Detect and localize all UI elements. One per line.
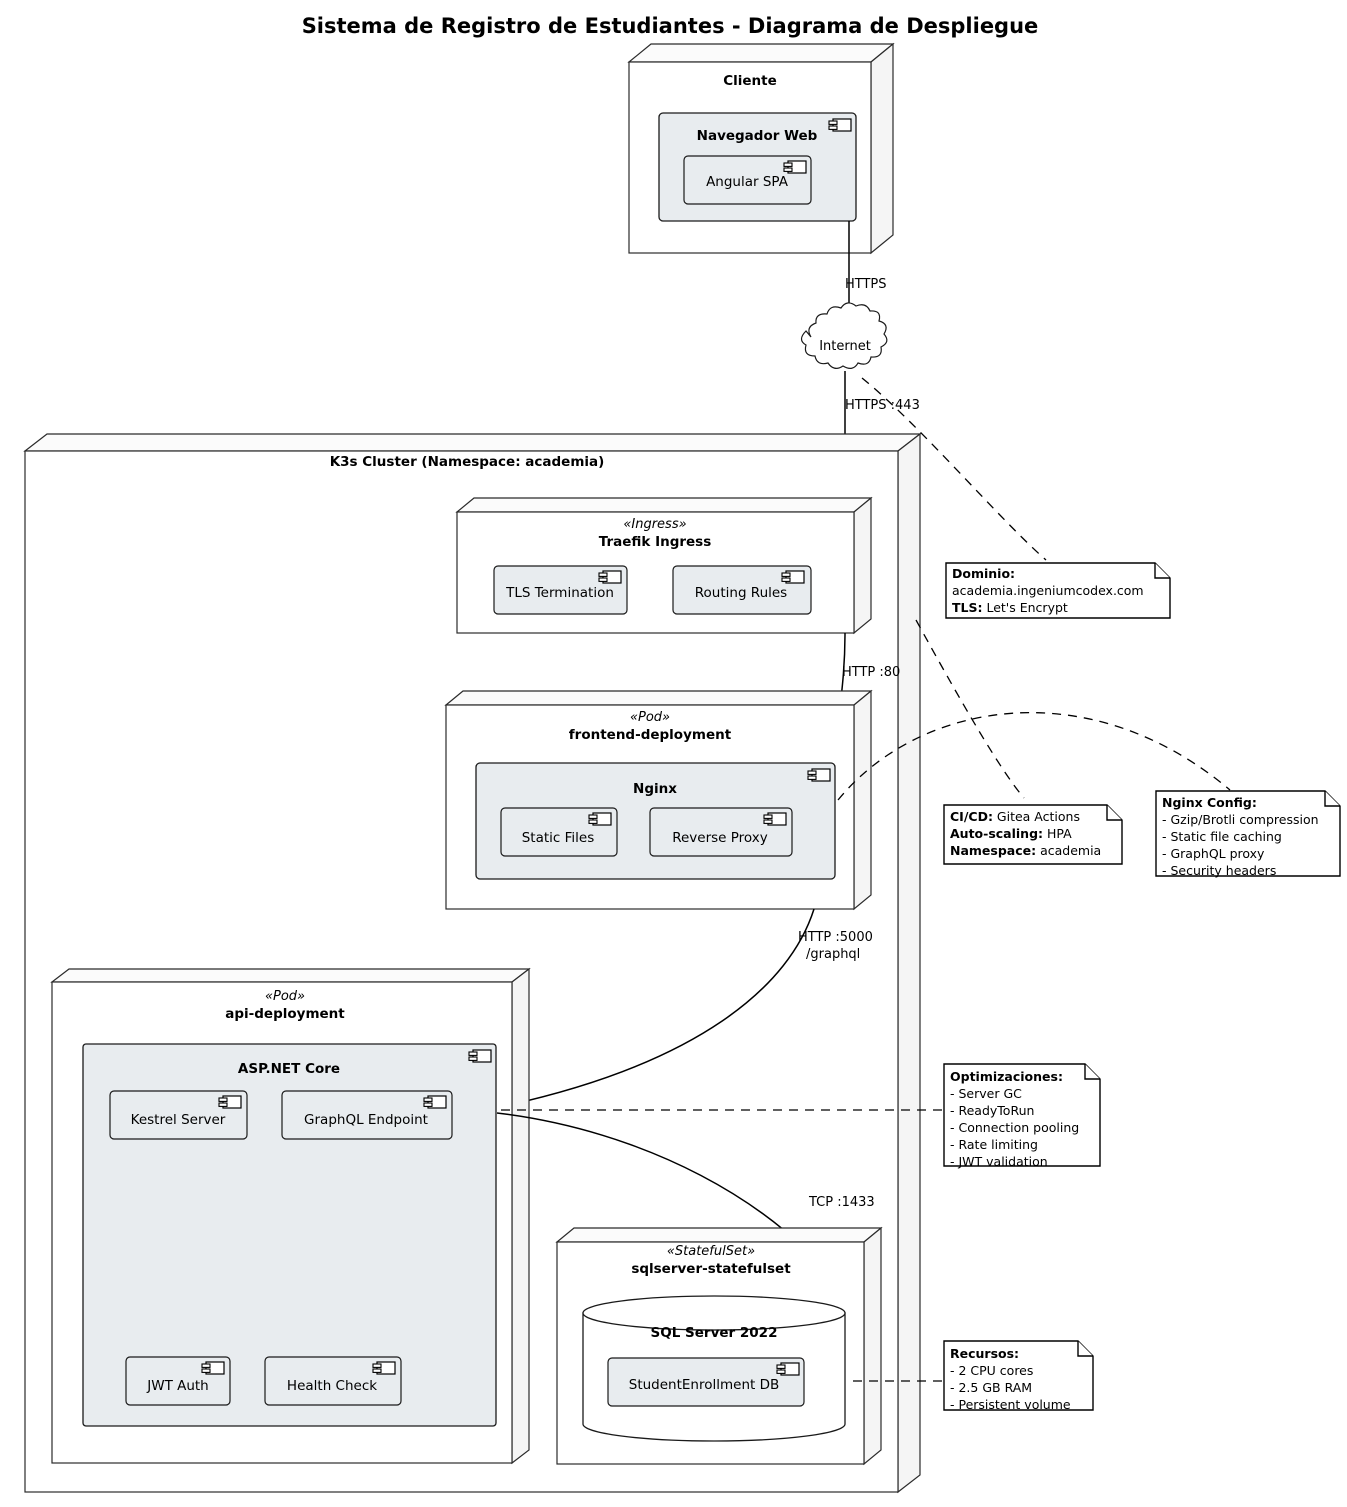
note-nginx-config-line-3: - GraphQL proxy bbox=[1162, 846, 1265, 861]
page-title: Sistema de Registro de Estudiantes - Dia… bbox=[302, 14, 1039, 38]
component-angular-spa-label: Angular SPA bbox=[706, 174, 789, 190]
node-internet-cloud[interactable]: Internet bbox=[800, 302, 888, 369]
component-navegador-web[interactable]: Navegador Web Angular SPA bbox=[658, 112, 857, 222]
note-recursos-line-1: - 2 CPU cores bbox=[950, 1363, 1033, 1378]
component-studentenrollment-db-label: StudentEnrollment DB bbox=[629, 1377, 780, 1393]
note-recursos-line-0: Recursos: bbox=[950, 1346, 1019, 1361]
component-kestrel-server-label: Kestrel Server bbox=[131, 1112, 226, 1128]
node-frontend-deployment[interactable]: «Pod» frontend-deployment Nginx Static F… bbox=[444, 689, 873, 911]
component-nginx-label: Nginx bbox=[633, 781, 677, 797]
note-optimizaciones-line-1: - Server GC bbox=[950, 1086, 1022, 1101]
edge-http5000-nginx-api: HTTP :5000 /graphql bbox=[493, 908, 873, 1112]
database-sql-server-label: SQL Server 2022 bbox=[651, 1325, 778, 1341]
note-optimizaciones-line-0: Optimizaciones: bbox=[950, 1069, 1063, 1084]
node-traefik-label: Traefik Ingress bbox=[599, 534, 712, 550]
component-health-check-label: Health Check bbox=[287, 1378, 377, 1394]
component-jwt-auth[interactable]: JWT Auth bbox=[125, 1356, 231, 1406]
note-optimizaciones-line-2: - ReadyToRun bbox=[950, 1103, 1034, 1118]
node-api-stereotype: «Pod» bbox=[265, 989, 305, 1004]
component-routing-rules[interactable]: Routing Rules bbox=[672, 565, 812, 615]
note-cicd-line-2: Namespace: academia bbox=[950, 843, 1101, 858]
note-recursos-line-2: - 2.5 GB RAM bbox=[950, 1380, 1032, 1395]
note-dominio-line-0: Dominio: bbox=[952, 566, 1015, 581]
component-tls-termination-label: TLS Termination bbox=[505, 585, 614, 601]
note-optimizaciones[interactable]: Optimizaciones: - Server GC - ReadyToRun… bbox=[943, 1063, 1101, 1169]
edge-label-https: HTTPS bbox=[845, 277, 887, 292]
node-traefik-stereotype: «Ingress» bbox=[623, 517, 686, 532]
component-angular-spa[interactable]: Angular SPA bbox=[683, 155, 812, 205]
node-k3s-cluster-label: K3s Cluster (Namespace: academia) bbox=[330, 454, 605, 470]
node-frontend-label: frontend-deployment bbox=[569, 727, 732, 743]
component-nginx[interactable]: Nginx Static Files Reverse Proxy bbox=[475, 762, 836, 880]
note-cicd-line-0: CI/CD: Gitea Actions bbox=[950, 809, 1080, 824]
edge-label-graphql-path: /graphql bbox=[806, 947, 860, 962]
note-optimizaciones-line-3: - Connection pooling bbox=[950, 1120, 1079, 1135]
note-cicd[interactable]: CI/CD: Gitea Actions Auto-scaling: HPA N… bbox=[943, 804, 1123, 865]
edge-label-http5000: HTTP :5000 bbox=[798, 930, 873, 945]
note-link-dominio bbox=[861, 377, 1047, 561]
component-jwt-auth-label: JWT Auth bbox=[146, 1378, 209, 1394]
node-api-label: api-deployment bbox=[225, 1006, 345, 1022]
note-nginx-config-line-1: - Gzip/Brotli compression bbox=[1162, 812, 1319, 827]
note-dominio-line-2: TLS: Let's Encrypt bbox=[952, 600, 1068, 615]
note-nginx-config-line-0: Nginx Config: bbox=[1162, 795, 1257, 810]
node-cliente[interactable]: Cliente Navegador Web Angular SPA bbox=[627, 42, 895, 255]
note-nginx-config-line-4: - Security headers bbox=[1162, 863, 1276, 878]
note-nginx-config[interactable]: Nginx Config: - Gzip/Brotli compression … bbox=[1155, 790, 1341, 878]
node-api-deployment[interactable]: «Pod» api-deployment ASP.NET Core Kestre… bbox=[50, 967, 531, 1465]
component-navegador-web-label: Navegador Web bbox=[697, 128, 818, 144]
node-internet-label: Internet bbox=[819, 339, 871, 354]
note-link-cicd bbox=[915, 619, 1025, 799]
note-recursos-line-3: - Persistent volume bbox=[950, 1397, 1071, 1412]
node-cliente-label: Cliente bbox=[723, 73, 777, 89]
note-optimizaciones-line-5: - JWT validation bbox=[950, 1154, 1048, 1169]
note-recursos[interactable]: Recursos: - 2 CPU cores - 2.5 GB RAM - P… bbox=[943, 1340, 1094, 1412]
component-static-files-label: Static Files bbox=[522, 830, 595, 846]
note-nginx-config-line-2: - Static file caching bbox=[1162, 829, 1282, 844]
node-sqlserver-label: sqlserver-statefulset bbox=[631, 1261, 791, 1277]
note-dominio[interactable]: Dominio: academia.ingeniumcodex.com TLS:… bbox=[945, 562, 1171, 619]
edge-label-https443: HTTPS :443 bbox=[845, 398, 920, 413]
component-reverse-proxy-label: Reverse Proxy bbox=[672, 830, 768, 846]
component-kestrel-server[interactable]: Kestrel Server bbox=[109, 1090, 248, 1140]
note-dominio-line-1: academia.ingeniumcodex.com bbox=[952, 583, 1144, 598]
component-graphql-endpoint[interactable]: GraphQL Endpoint bbox=[281, 1090, 453, 1140]
component-tls-termination[interactable]: TLS Termination bbox=[493, 565, 628, 615]
note-link-nginx-config bbox=[837, 712, 1231, 801]
node-frontend-stereotype: «Pod» bbox=[630, 710, 670, 725]
note-optimizaciones-line-4: - Rate limiting bbox=[950, 1137, 1038, 1152]
node-traefik-ingress[interactable]: «Ingress» Traefik Ingress TLS Terminatio… bbox=[455, 496, 873, 635]
note-cicd-line-1: Auto-scaling: HPA bbox=[950, 826, 1072, 841]
edge-https-client-internet: HTTPS bbox=[842, 221, 887, 320]
component-reverse-proxy[interactable]: Reverse Proxy bbox=[649, 807, 793, 857]
component-static-files[interactable]: Static Files bbox=[500, 807, 618, 857]
component-aspnet-core-label: ASP.NET Core bbox=[238, 1061, 340, 1077]
component-health-check[interactable]: Health Check bbox=[264, 1356, 402, 1406]
database-sql-server[interactable]: SQL Server 2022 StudentEnrollment DB bbox=[582, 1295, 846, 1442]
edge-label-http80: HTTP :80 bbox=[842, 665, 900, 680]
node-sqlserver-stereotype: «StatefulSet» bbox=[667, 1244, 755, 1259]
edge-label-tcp1433: TCP :1433 bbox=[808, 1195, 875, 1210]
node-sqlserver-statefulset[interactable]: «StatefulSet» sqlserver-statefulset SQL … bbox=[555, 1226, 883, 1466]
component-aspnet-core[interactable]: ASP.NET Core Kestrel Server GraphQL Endp… bbox=[82, 1043, 497, 1427]
component-routing-rules-label: Routing Rules bbox=[695, 585, 787, 601]
component-studentenrollment-db[interactable]: StudentEnrollment DB bbox=[607, 1357, 805, 1407]
component-graphql-endpoint-label: GraphQL Endpoint bbox=[304, 1112, 428, 1128]
